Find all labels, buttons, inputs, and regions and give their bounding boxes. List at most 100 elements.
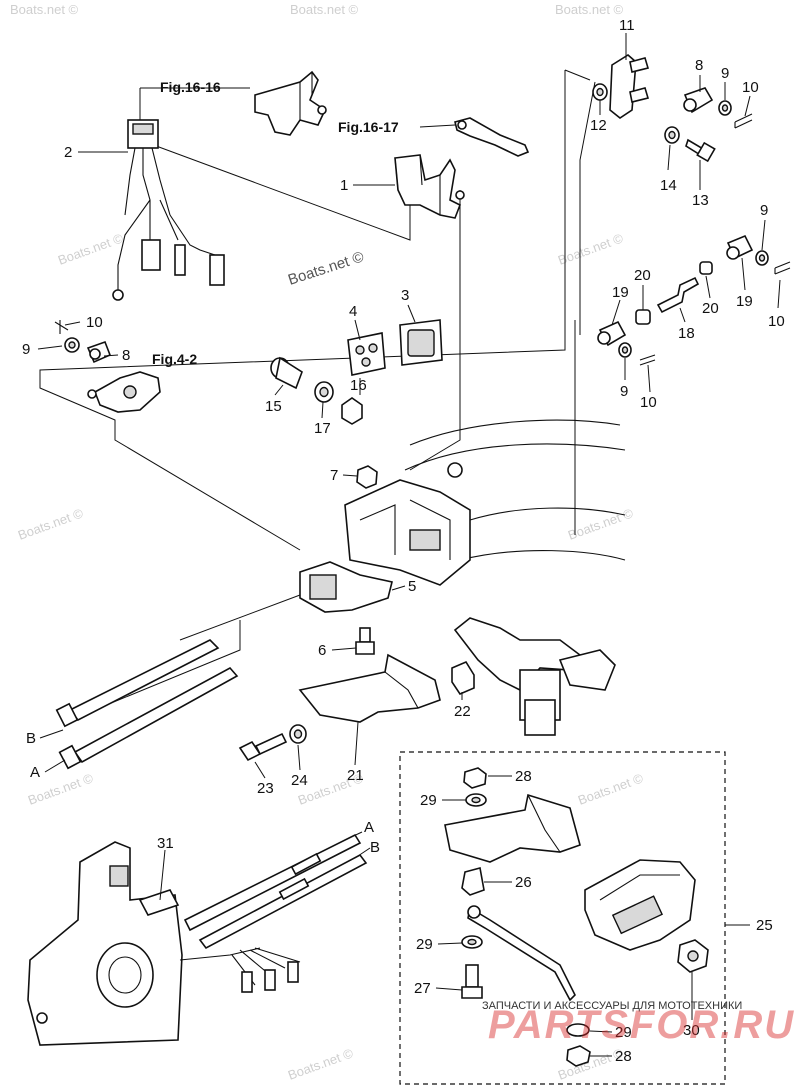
callout-29: 29 <box>615 1024 632 1041</box>
part-8-joint <box>683 87 714 114</box>
part-23-bolt <box>238 732 288 762</box>
callout-28: 28 <box>515 768 532 785</box>
callout-23: 23 <box>257 780 274 797</box>
callout-25: 25 <box>756 917 773 934</box>
figure-ref: Fig.16-16 <box>160 79 221 95</box>
callout-A: A <box>364 819 374 836</box>
callout-9: 9 <box>22 341 30 358</box>
callout-A: A <box>30 764 40 781</box>
leader-lines <box>37 33 781 1057</box>
control-cables <box>55 639 239 770</box>
callout-9: 9 <box>620 383 628 400</box>
callout-5: 5 <box>408 578 416 595</box>
callout-20: 20 <box>702 300 719 317</box>
callout-29: 29 <box>420 792 437 809</box>
callout-4: 4 <box>349 303 357 320</box>
callout-21: 21 <box>347 767 364 784</box>
part-6-bolt <box>355 627 375 655</box>
callout-29: 29 <box>416 936 433 953</box>
callout-9: 9 <box>760 202 768 219</box>
callout-26: 26 <box>515 874 532 891</box>
part-14-washer <box>664 126 680 144</box>
part-15-pin <box>270 356 303 390</box>
part-7-nut <box>356 465 378 489</box>
part-24-washer <box>289 724 307 744</box>
callout-27: 27 <box>414 980 431 997</box>
part-18-rod <box>656 276 700 314</box>
part-10-clips <box>54 261 791 366</box>
bracket-fig-16-16: Fig.16-16 <box>160 70 327 136</box>
part-13-bolt <box>685 138 716 163</box>
lever-fig-4-2: Fig.4-2 <box>87 351 197 413</box>
part-31-remote-control <box>27 841 301 1046</box>
callout-17: 17 <box>314 420 331 437</box>
callout-10: 10 <box>86 314 103 331</box>
callout-B: B <box>26 730 36 747</box>
callout-24: 24 <box>291 772 308 789</box>
callout-10: 10 <box>640 394 657 411</box>
watermark-text: Boats.net © <box>16 505 86 543</box>
callout-30: 30 <box>683 1022 700 1039</box>
part-21-bracket <box>298 653 441 723</box>
part-17-bushing <box>314 381 334 403</box>
figure-ref: Fig.4-2 <box>152 351 197 367</box>
watermark-text: Boats.net © <box>286 248 366 288</box>
part-10-clip <box>734 113 753 129</box>
callout-8: 8 <box>122 347 130 364</box>
callout-19: 19 <box>612 284 629 301</box>
part-11-lever <box>609 54 650 119</box>
part-4-plate <box>347 332 386 376</box>
watermark-text: Boats.net © <box>286 1045 356 1083</box>
callout-7: 7 <box>330 467 338 484</box>
callout-31: 31 <box>157 835 174 852</box>
part-9-washer <box>718 100 732 116</box>
shop-logo: PARTSFOR.RU <box>488 1003 796 1047</box>
part-5-bracket <box>299 561 393 613</box>
remote-cables <box>183 833 368 950</box>
callout-22: 22 <box>454 703 471 720</box>
callout-28: 28 <box>615 1048 632 1065</box>
watermark-text: Boats.net © <box>290 2 359 17</box>
watermark-text: Boats.net © <box>56 230 126 268</box>
steering-arm <box>453 617 616 736</box>
callout-10: 10 <box>742 79 759 96</box>
link-fig-16-17: Fig.16-17 <box>338 117 530 157</box>
callout-1: 1 <box>340 177 348 194</box>
callout-20: 20 <box>634 267 651 284</box>
part-8-joint-left <box>86 340 112 364</box>
callout-19: 19 <box>736 293 753 310</box>
callout-13: 13 <box>692 192 709 209</box>
callout-2: 2 <box>64 144 72 161</box>
watermark-text: Boats.net © <box>555 2 624 17</box>
callout-14: 14 <box>660 177 677 194</box>
part-20-bushings <box>635 261 713 325</box>
kit-parts <box>444 767 709 1067</box>
callout-labels: 11 8 9 10 12 14 13 9 20 19 18 20 19 10 9… <box>22 17 785 1065</box>
callout-9: 9 <box>721 65 729 82</box>
part-19-joint <box>597 234 754 347</box>
callout-18: 18 <box>678 325 695 342</box>
callout-12: 12 <box>590 117 607 134</box>
part-3-plate <box>399 319 443 366</box>
callout-8: 8 <box>695 57 703 74</box>
callout-6: 6 <box>318 642 326 659</box>
callout-11: 11 <box>619 17 635 34</box>
part-9-washers <box>64 250 769 358</box>
callout-15: 15 <box>265 398 282 415</box>
part-22-bushing <box>451 660 475 695</box>
part-12-washer <box>592 83 608 101</box>
callout-B: B <box>370 839 380 856</box>
callout-3: 3 <box>401 287 409 304</box>
kit-box-25 <box>399 751 750 1085</box>
watermark-text: Boats.net © <box>576 770 646 808</box>
assembly-lines <box>39 69 596 721</box>
figure-ref: Fig.16-17 <box>338 119 399 135</box>
callout-10: 10 <box>768 313 785 330</box>
shop-banner: ЗАПЧАСТИ И АКСЕССУАРЫ ДЛЯ МОТОТЕХНИКИ <box>482 1000 743 1012</box>
callout-16: 16 <box>350 377 367 394</box>
watermark-text: Boats.net © <box>556 230 626 268</box>
engine-casing <box>344 419 626 586</box>
part-16-collar <box>341 397 363 425</box>
part-2-harness <box>112 119 225 301</box>
